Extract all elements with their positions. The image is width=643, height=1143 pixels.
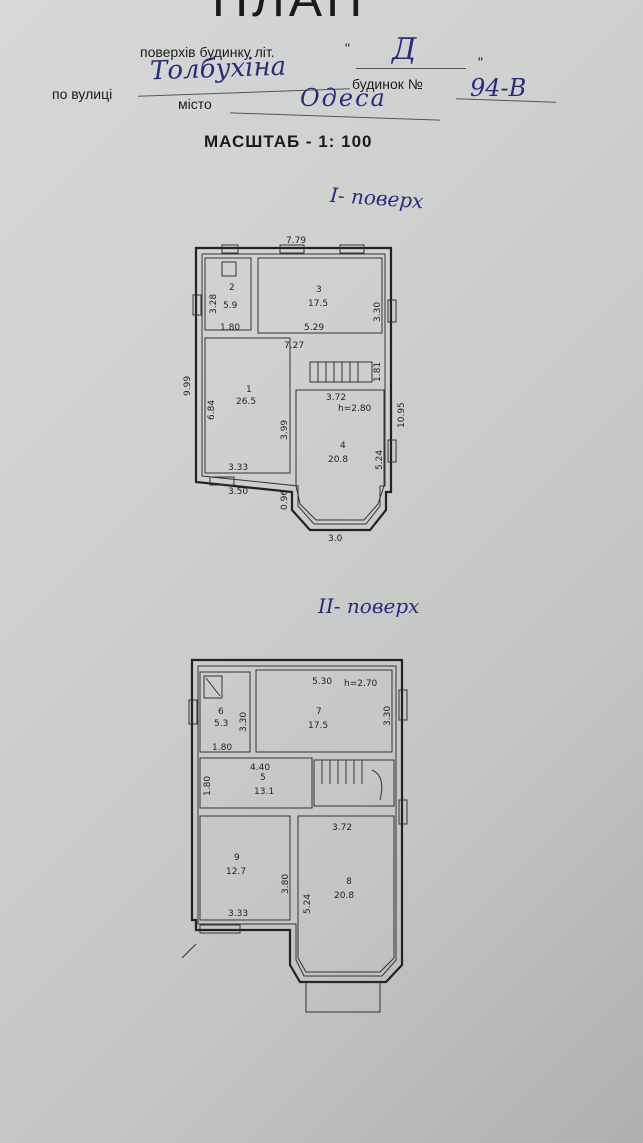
city-name: Одеса — [300, 84, 387, 112]
floor2-dim-r9-h: 3.80 — [281, 874, 291, 894]
floor1-dim-r4-h: 5.24 — [375, 450, 385, 470]
floor1-dim-bay-w: 3.0 — [328, 534, 343, 544]
floor2-room-7-number: 7 — [316, 707, 322, 717]
floor2-room-5-number: 5 — [260, 773, 266, 783]
floor2-dim-r6-w: 1.80 — [212, 743, 232, 753]
floor2-dim-r8-w: 3.72 — [332, 823, 352, 833]
floor1-stairs — [309, 361, 373, 383]
floor2-room-8-number: 8 — [346, 877, 352, 887]
floor2-room-5 — [199, 757, 313, 809]
floor1-dim-r2-h: 3.28 — [209, 294, 219, 314]
floor2-room-5-area: 13.1 — [254, 787, 274, 797]
floor1-dim-r3-w: 5.29 — [304, 323, 324, 333]
document-title: ПЛАН — [212, 0, 366, 28]
floor2-dim-hall-h: 1.80 — [203, 776, 213, 796]
floor1-dim-stair-h: 1.81 — [373, 362, 383, 382]
floor1-dim-r1-inner: 3.99 — [280, 420, 290, 440]
floor1-dim-left-h: 9.99 — [183, 376, 193, 396]
floor2-dim-r6-h: 3.30 — [239, 712, 249, 732]
floor2-balcony — [305, 981, 381, 1013]
floor1-dim-r4-w: 3.72 — [326, 393, 346, 403]
floor2-room-8-area: 20.8 — [334, 891, 354, 901]
floor1-room-3-number: 3 — [316, 285, 322, 295]
scale-label: МАСШТАБ - 1: 100 — [204, 132, 373, 151]
floor1-dim-top: 7.79 — [286, 236, 306, 246]
floor2-room-6-number: 6 — [218, 707, 224, 717]
floor2-dim-r8-h: 5.24 — [303, 894, 313, 914]
floor1-room-4 — [295, 389, 385, 521]
floor2-room-9-area: 12.7 — [226, 867, 246, 877]
floor2-room-7-area: 17.5 — [308, 721, 328, 731]
floor1-room-2-area: 5.9 — [223, 301, 238, 311]
city-label: місто — [178, 96, 212, 112]
house-number: 94-В — [470, 74, 527, 102]
street-label: по вулиці — [52, 86, 113, 102]
floor2-outer-wall — [190, 658, 404, 984]
floor1-room-2-number: 2 — [229, 283, 235, 293]
floor2-dim-r7-h: 3.30 — [383, 706, 393, 726]
floor2-dim-r9-w: 3.33 — [228, 909, 248, 919]
floor2-room-6-area: 5.3 — [214, 719, 228, 729]
floor2-dim-r7-w: 5.30 — [312, 677, 332, 687]
floor2-title: II- поверх — [318, 594, 420, 618]
quote-open: " — [345, 40, 350, 56]
floor1-dim-hall-w: 7.27 — [284, 341, 304, 351]
quote-close: " — [478, 54, 483, 70]
floor1-room-1-number: 1 — [246, 385, 252, 395]
floor1-dim-right-h: 10.95 — [397, 402, 407, 428]
floor1-dim-bay-side: 0.96 — [280, 490, 290, 510]
floor2-room-7 — [255, 669, 393, 753]
building-letter: Д — [392, 32, 417, 67]
letter-underline — [356, 68, 466, 69]
floor2-room-6 — [199, 671, 251, 753]
floor1-dim-r2-w: 1.80 — [220, 323, 240, 333]
floor2-stairs — [313, 759, 395, 807]
floor1-room-1-area: 26.5 — [236, 397, 256, 407]
floor1-room-2 — [204, 257, 252, 331]
floor1-room-4-number: 4 — [340, 441, 346, 451]
floor1-plan: 2 5.9 3 17.5 1 26.5 4 20.8 7.79 3.28 3.3… — [183, 236, 407, 544]
floor1-room-4-area: 20.8 — [328, 455, 348, 465]
floor2-plan: 6 5.3 7 17.5 5 13.1 9 12.7 8 20.8 5.30 h… — [181, 658, 408, 1013]
floor1-dim-ceiling: h=2.80 — [338, 404, 372, 414]
floors-label: поверхів будинку літ. — [140, 44, 275, 60]
floor2-room-8 — [297, 815, 395, 973]
floor1-room-3 — [257, 257, 383, 334]
floor1-outer-wall — [194, 246, 393, 532]
house-label: будинок № — [352, 76, 423, 92]
floor2-room-9 — [199, 815, 291, 921]
floor2-room-9-number: 9 — [234, 853, 240, 863]
floor1-dim-r3-h: 3.30 — [373, 302, 383, 322]
floor2-dim-ceiling: h=2.70 — [344, 679, 378, 689]
floor2-dim-hall-w: 4.40 — [250, 763, 270, 773]
floor1-room-1 — [204, 337, 291, 474]
floor1-dim-bottom-w: 3.50 — [228, 487, 248, 497]
floor1-dim-r1-h: 6.84 — [207, 400, 217, 420]
floor1-dim-r1-w: 3.33 — [228, 463, 248, 473]
floor1-room-3-area: 17.5 — [308, 299, 328, 309]
